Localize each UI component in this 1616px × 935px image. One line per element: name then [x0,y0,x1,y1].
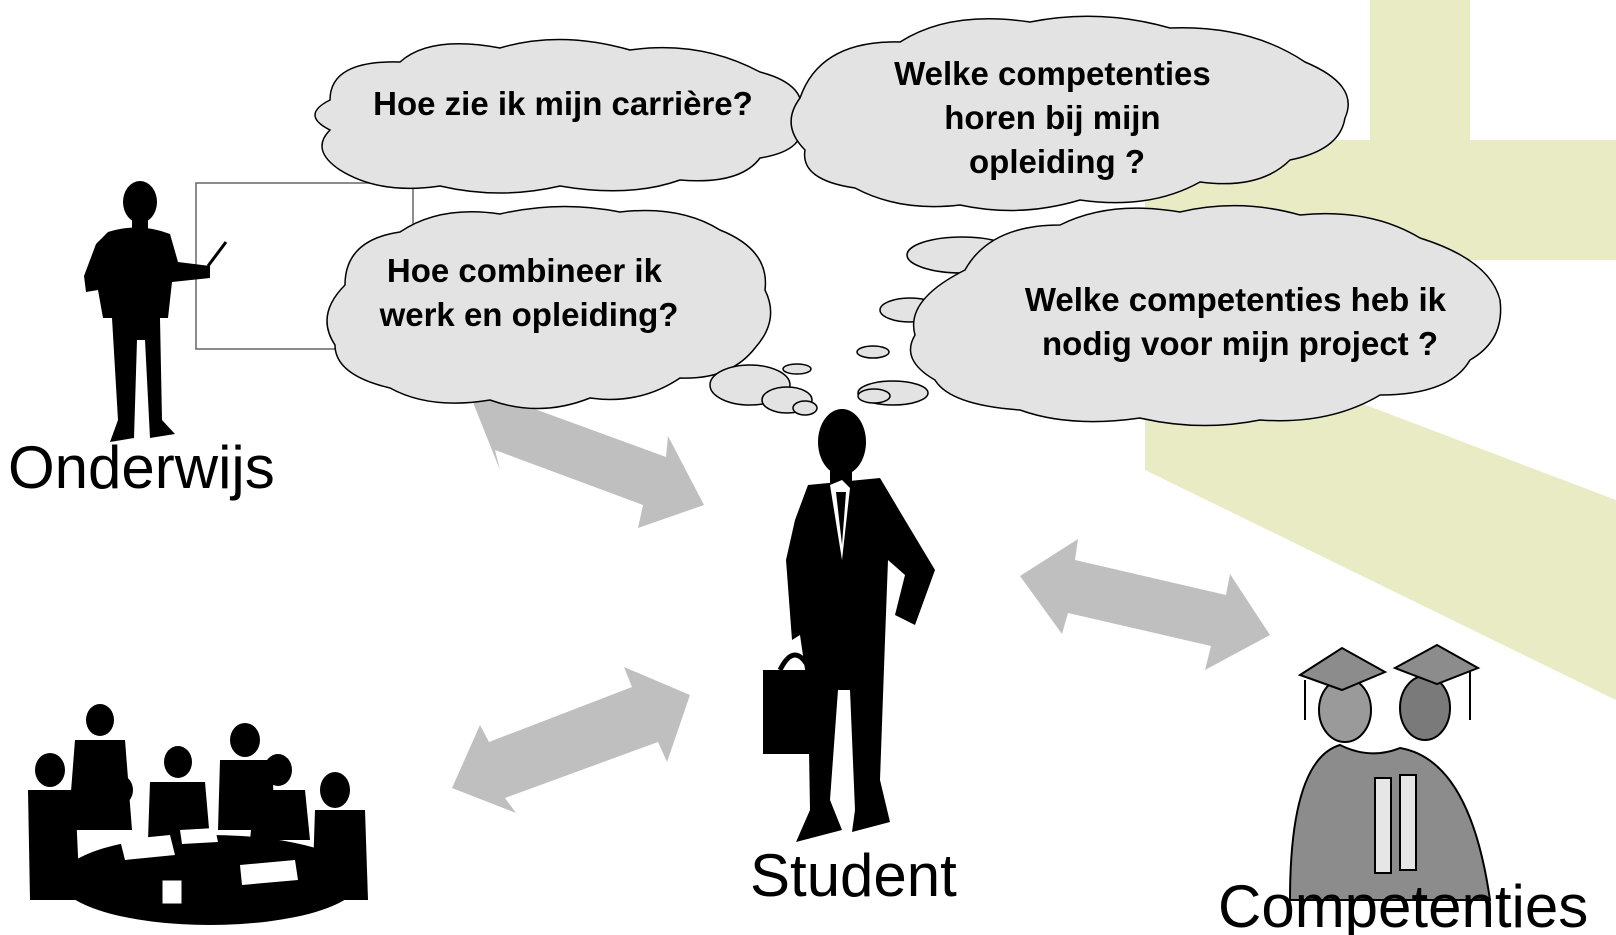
double-arrow-icon [452,378,1270,813]
thought-bubble-1: Hoe zie ik mijn carrière? [314,38,803,194]
thought-bubble-2: Welke competenties horen bij mijn opleid… [790,15,1349,212]
meeting-group-icon [28,704,368,925]
bubble-text-competenties-opleiding: Welke competenties horen bij mijn opleid… [894,55,1220,180]
arrow-teacher-student [472,378,704,528]
teacher-silhouette-icon [84,181,414,442]
businessman-silhouette-icon [763,409,935,842]
graduates-icon [1288,643,1492,901]
bubble-text-werk-opleiding: Hoe combineer ik werk en opleiding? [379,252,679,333]
arrow-student-graduates [1020,539,1270,670]
label-competenties: Competenties [1218,873,1588,935]
label-onderwijs: Onderwijs [8,434,275,501]
label-student: Student [750,842,957,909]
bubble-text-competenties-project: Welke competenties heb ik nodig voor mij… [1025,281,1455,362]
thought-bubble-4: Welke competenties heb ik nodig voor mij… [709,204,1502,427]
arrow-meeting-student [452,667,690,813]
thought-bubble-3: Hoe combineer ik werk en opleiding? [326,205,772,410]
bubble-text-carriere: Hoe zie ik mijn carrière? [373,85,753,122]
